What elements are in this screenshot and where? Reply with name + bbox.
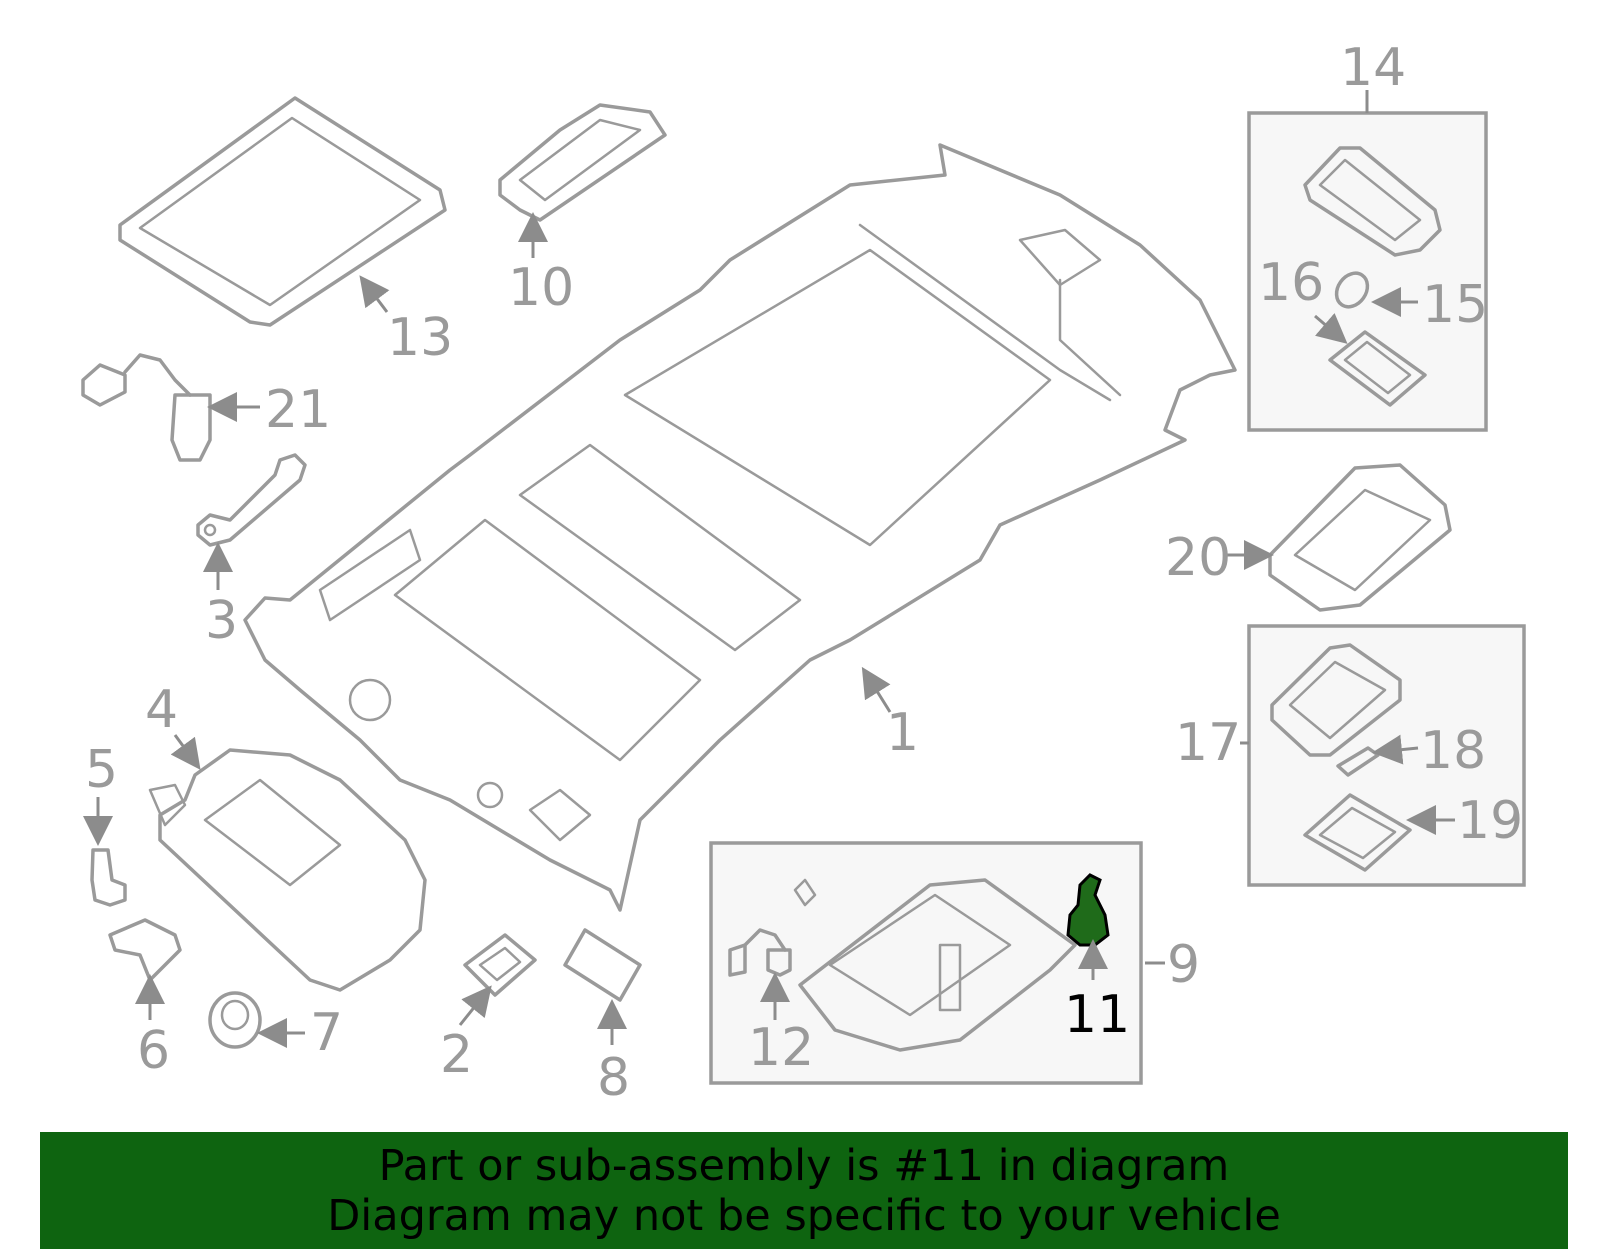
part-13-sunroof-frame [118, 96, 447, 327]
part-14-lamp [1303, 146, 1442, 257]
callout-15: 15 [1422, 275, 1488, 335]
callout-7: 7 [310, 1003, 343, 1063]
box-9 [709, 841, 1143, 1085]
part-4-sun-visor [148, 748, 427, 992]
part-8 [563, 928, 642, 1002]
callout-2: 2 [440, 1025, 473, 1085]
callout-14: 14 [1340, 38, 1406, 98]
part-6 [108, 918, 182, 982]
part-20-lamp-frame [1268, 463, 1452, 612]
parts-diagram: 1 2 3 4 5 6 7 8 9 10 11 12 13 14 15 16 1… [81, 38, 1526, 1108]
part-15-bulb [1334, 271, 1370, 309]
part-1-headliner [243, 143, 1237, 912]
callout-11: 11 [1064, 985, 1130, 1045]
part-9-console-assembly [793, 878, 1077, 1052]
callout-1: 1 [886, 703, 919, 763]
callout-10: 10 [508, 258, 574, 318]
part-21-wiring [81, 353, 212, 462]
part-5-screw [90, 848, 127, 907]
callout-13: 13 [387, 308, 453, 368]
part-2 [463, 933, 537, 997]
callout-21: 21 [265, 380, 331, 440]
callout-20: 20 [1165, 528, 1231, 588]
banner-line-part-number: Part or sub-assembly is #11 in diagram [378, 1140, 1230, 1191]
part-3-grab-handle [196, 453, 307, 547]
callout-4: 4 [145, 680, 178, 740]
part-10 [498, 103, 667, 222]
info-banner: Part or sub-assembly is #11 in diagram D… [40, 1132, 1568, 1249]
callout-6: 6 [137, 1021, 170, 1081]
callout-labels: 1 2 3 4 5 6 7 8 9 10 11 12 13 14 15 16 1… [85, 38, 1523, 1108]
callout-16: 16 [1258, 253, 1324, 313]
callout-9: 9 [1167, 935, 1200, 995]
leader-arrows [83, 90, 1455, 1048]
banner-line-disclaimer: Diagram may not be specific to your vehi… [327, 1190, 1281, 1241]
callout-18: 18 [1420, 721, 1486, 781]
callout-12: 12 [748, 1018, 814, 1078]
callout-19: 19 [1457, 791, 1523, 851]
callout-8: 8 [597, 1048, 630, 1108]
part-7 [208, 991, 262, 1049]
callout-3: 3 [205, 591, 238, 651]
part-16-lens [1328, 330, 1427, 407]
callout-5: 5 [85, 740, 118, 800]
part-17-lamp [1270, 643, 1402, 757]
callout-17: 17 [1175, 713, 1241, 773]
